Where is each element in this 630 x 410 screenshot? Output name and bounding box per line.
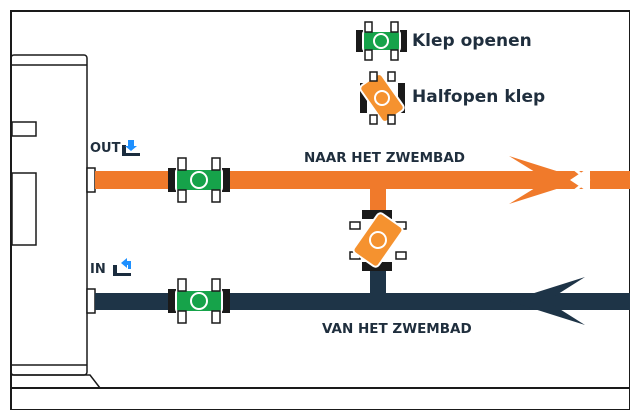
out-port-icon	[122, 140, 140, 156]
legend-half-open-valve-icon	[359, 71, 405, 125]
in-port-stub	[86, 288, 96, 314]
in-port-label: IN	[90, 262, 106, 277]
out-port-label: OUT	[90, 141, 121, 156]
in-port-icon	[113, 258, 131, 276]
to-pool-label: NAAR HET ZWEMBAD	[304, 150, 465, 166]
legend-open-valve-label: Klep openen	[412, 31, 532, 51]
valve-open-in	[168, 278, 230, 324]
legend-open-valve-icon	[356, 21, 407, 61]
from-pool-label: VAN HET ZWEMBAD	[322, 321, 472, 337]
legend-half-open-valve-label: Halfopen klep	[412, 87, 546, 107]
valve-open-out	[168, 157, 230, 203]
valve-half-open-bypass	[349, 210, 407, 271]
out-port-stub	[86, 167, 96, 193]
frame-border	[10, 10, 630, 410]
heat-pump-unit	[10, 54, 101, 389]
